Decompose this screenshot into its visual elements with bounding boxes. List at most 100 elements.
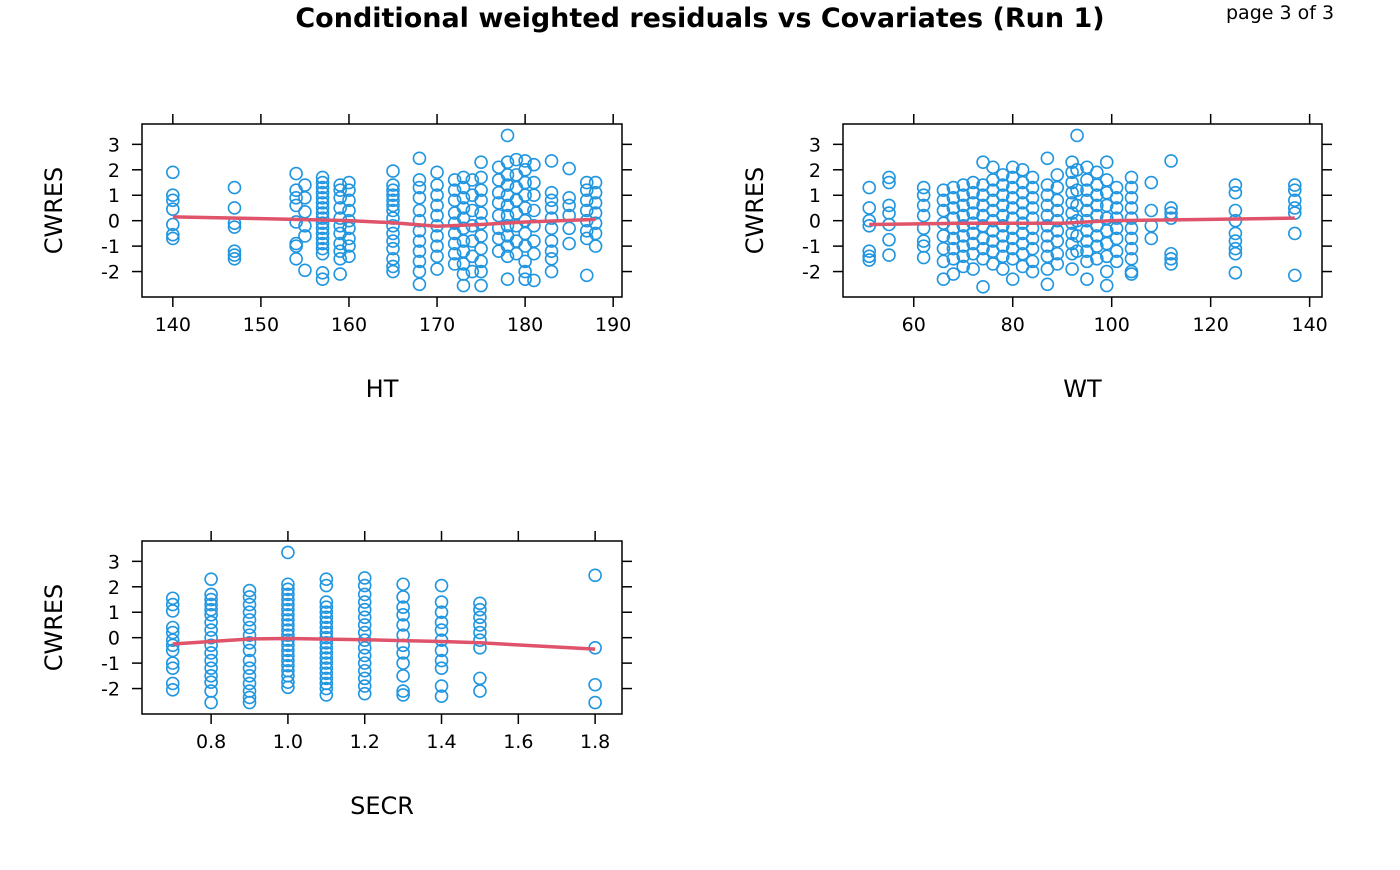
data-point xyxy=(342,193,356,208)
data-point xyxy=(298,229,312,243)
plot-frame xyxy=(141,540,623,715)
x-tick-label: 160 xyxy=(331,314,367,336)
data-point xyxy=(396,590,410,604)
data-point xyxy=(996,239,1010,253)
data-point xyxy=(1228,203,1243,218)
data-point xyxy=(386,226,400,241)
data-point xyxy=(430,229,444,243)
data-point xyxy=(281,628,295,642)
data-point xyxy=(562,221,576,236)
data-point xyxy=(916,188,931,203)
x-tick-label: 190 xyxy=(595,314,631,336)
data-point xyxy=(465,203,480,218)
data-point xyxy=(1099,278,1114,293)
x-tick-label: 1.0 xyxy=(273,731,303,753)
data-point xyxy=(500,272,515,286)
data-point xyxy=(342,231,356,246)
y-tick-label: 3 xyxy=(108,134,120,156)
data-point xyxy=(544,234,559,248)
data-point xyxy=(1050,203,1065,218)
data-point xyxy=(315,196,330,210)
data-point xyxy=(1065,236,1079,251)
data-point xyxy=(1025,180,1040,195)
data-point xyxy=(1287,178,1302,192)
data-point xyxy=(996,168,1010,182)
data-point xyxy=(1050,193,1065,208)
data-point xyxy=(1124,201,1139,215)
data-point xyxy=(315,272,330,286)
smooth-line xyxy=(869,216,1295,227)
data-point xyxy=(456,257,471,271)
data-point xyxy=(862,249,877,264)
data-point xyxy=(298,204,312,219)
data-point xyxy=(527,273,541,288)
data-point xyxy=(165,597,180,612)
data-point xyxy=(289,190,303,205)
data-point xyxy=(412,173,427,187)
data-point xyxy=(588,216,603,231)
data-point xyxy=(956,198,971,213)
data-point xyxy=(434,679,449,693)
data-point xyxy=(165,633,180,648)
data-point xyxy=(396,684,410,698)
data-point xyxy=(588,239,603,253)
data-point xyxy=(1228,226,1243,241)
data-point xyxy=(396,577,410,592)
y-tick-label: -2 xyxy=(101,262,120,284)
data-point xyxy=(474,264,488,279)
data-point xyxy=(434,661,449,676)
data-point xyxy=(319,578,334,593)
data-point xyxy=(1005,272,1020,286)
data-point xyxy=(204,638,218,653)
data-point xyxy=(281,675,295,689)
data-point xyxy=(996,188,1010,203)
data-point xyxy=(434,615,449,630)
data-point xyxy=(456,278,471,293)
data-point xyxy=(474,155,488,169)
data-point xyxy=(946,180,961,195)
data-point xyxy=(396,688,410,702)
data-point xyxy=(544,244,559,259)
data-point xyxy=(447,183,462,197)
data-point xyxy=(412,151,427,166)
data-point xyxy=(1005,160,1020,175)
data-point xyxy=(242,620,257,635)
data-point xyxy=(518,272,532,286)
data-point xyxy=(342,175,356,190)
data-point xyxy=(204,669,218,683)
data-point xyxy=(1040,151,1055,166)
data-point xyxy=(204,587,218,602)
data-point xyxy=(1070,128,1084,143)
data-point xyxy=(412,234,427,248)
data-point xyxy=(386,264,400,279)
data-point xyxy=(242,676,257,691)
y-tick-label: 1 xyxy=(108,602,120,624)
data-point xyxy=(333,183,347,197)
data-point xyxy=(281,658,295,673)
data-point xyxy=(966,175,980,190)
data-point xyxy=(527,188,541,203)
y-tick-label: 0 xyxy=(108,628,120,650)
data-point xyxy=(473,625,487,640)
data-point xyxy=(242,613,257,627)
data-point xyxy=(562,236,576,251)
data-point xyxy=(412,244,427,259)
data-point xyxy=(966,262,980,276)
data-point xyxy=(227,244,242,259)
y-axis-label: CWRES xyxy=(40,584,68,672)
x-tick-label: 0.8 xyxy=(196,731,226,753)
data-point xyxy=(204,597,218,612)
data-point xyxy=(242,635,257,650)
data-point xyxy=(544,252,559,266)
data-point xyxy=(956,178,971,192)
data-point xyxy=(936,193,951,208)
data-point xyxy=(527,246,541,261)
data-point xyxy=(1109,244,1124,259)
data-point xyxy=(281,613,295,627)
data-point xyxy=(588,677,602,692)
data-point xyxy=(518,264,532,279)
plot-frame xyxy=(141,123,623,298)
data-point xyxy=(465,264,480,279)
data-point xyxy=(319,572,334,586)
data-point xyxy=(242,590,257,604)
